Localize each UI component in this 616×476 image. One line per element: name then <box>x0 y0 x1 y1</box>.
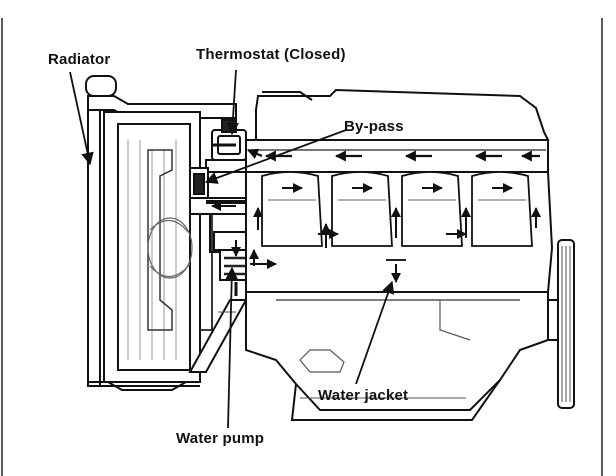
leader-lines <box>69 69 395 429</box>
bypass-leader <box>204 129 347 184</box>
water-jacket-label: Water jacket <box>318 387 409 404</box>
thermostat-label: Thermostat (Closed) <box>196 46 346 63</box>
radiator <box>85 75 237 391</box>
radiator-leader <box>69 71 94 166</box>
water-pump-leader <box>225 266 239 429</box>
thermostat-leader <box>226 69 239 136</box>
engine-block <box>245 88 554 421</box>
thermostat-housing <box>205 119 251 173</box>
bypass-flow-arrows <box>211 201 259 266</box>
bypass-label: By-pass <box>344 118 404 135</box>
water-pump-label: Water pump <box>176 430 265 447</box>
water-jacket-leader <box>355 280 395 385</box>
flywheel <box>548 239 575 409</box>
head-flow-arrows <box>246 148 540 162</box>
radiator-label: Radiator <box>48 51 111 68</box>
